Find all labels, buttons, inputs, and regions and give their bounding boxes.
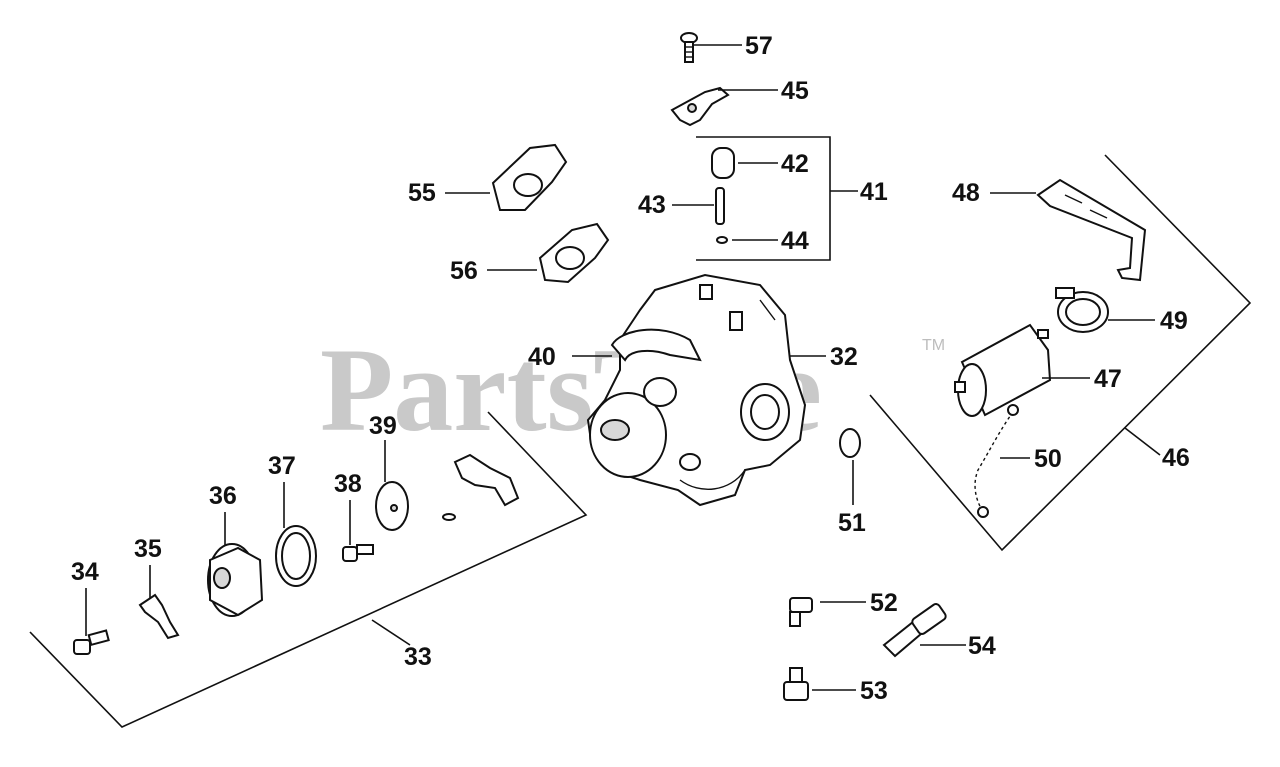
screw-38-part (342, 544, 374, 562)
lever-45-part (670, 86, 730, 127)
watermark-trademark: TM (922, 337, 945, 354)
callout-48: 48 (952, 179, 980, 207)
callout-44: 44 (781, 227, 809, 255)
callout-34: 34 (71, 558, 99, 586)
callout-36: 36 (209, 482, 237, 510)
leader-lines (85, 44, 1155, 691)
callout-39: 39 (369, 412, 397, 440)
callouts: 57 45 42 41 43 44 55 56 48 49 47 50 46 5… (71, 32, 1190, 705)
callout-42: 42 (781, 150, 809, 178)
callout-57: 57 (745, 32, 773, 60)
callout-38: 38 (334, 470, 362, 498)
throttle-lever-part (442, 453, 520, 521)
callout-51: 51 (838, 509, 866, 537)
callout-37: 37 (268, 452, 296, 480)
cap-36-part (207, 543, 264, 617)
chain-50-part (974, 404, 1019, 518)
bracket-48-part (1036, 178, 1147, 282)
callout-35: 35 (134, 535, 162, 563)
callout-53: 53 (860, 677, 888, 705)
callout-55: 55 (408, 179, 436, 207)
needle-42-part (711, 147, 735, 179)
clamp-49-part (1055, 287, 1109, 333)
fuel-filter-47-part (954, 323, 1052, 417)
gasket-37-part (275, 525, 317, 587)
kit-41-bracket (696, 136, 858, 261)
callout-52: 52 (870, 589, 898, 617)
callout-40: 40 (528, 343, 556, 371)
o-ring-51-part (839, 428, 861, 458)
lever-35-part (138, 593, 180, 640)
fitting-52-part (789, 597, 813, 627)
ring-44-part (716, 236, 728, 244)
screw-57-part (680, 32, 698, 63)
kit-33-bracket (29, 411, 588, 728)
callout-32: 32 (830, 343, 858, 371)
callout-50: 50 (1034, 445, 1062, 473)
kit-46-bracket (869, 154, 1252, 552)
callout-45: 45 (781, 77, 809, 105)
nipple-53-part (783, 667, 809, 701)
gasket-55-part (491, 143, 568, 211)
callout-54: 54 (968, 632, 996, 660)
callout-43: 43 (638, 191, 666, 219)
callout-47: 47 (1094, 365, 1122, 393)
carburetor-body-part (586, 273, 807, 507)
pin-43-part (715, 187, 725, 225)
gasket-56-part (538, 222, 610, 284)
fitting-54-part (882, 603, 947, 658)
callout-49: 49 (1160, 307, 1188, 335)
callout-33: 33 (404, 643, 432, 671)
plate-39-part (375, 481, 409, 531)
screw-34-part (73, 629, 110, 655)
callout-46: 46 (1162, 444, 1190, 472)
callout-56: 56 (450, 257, 478, 285)
callout-41: 41 (860, 178, 888, 206)
